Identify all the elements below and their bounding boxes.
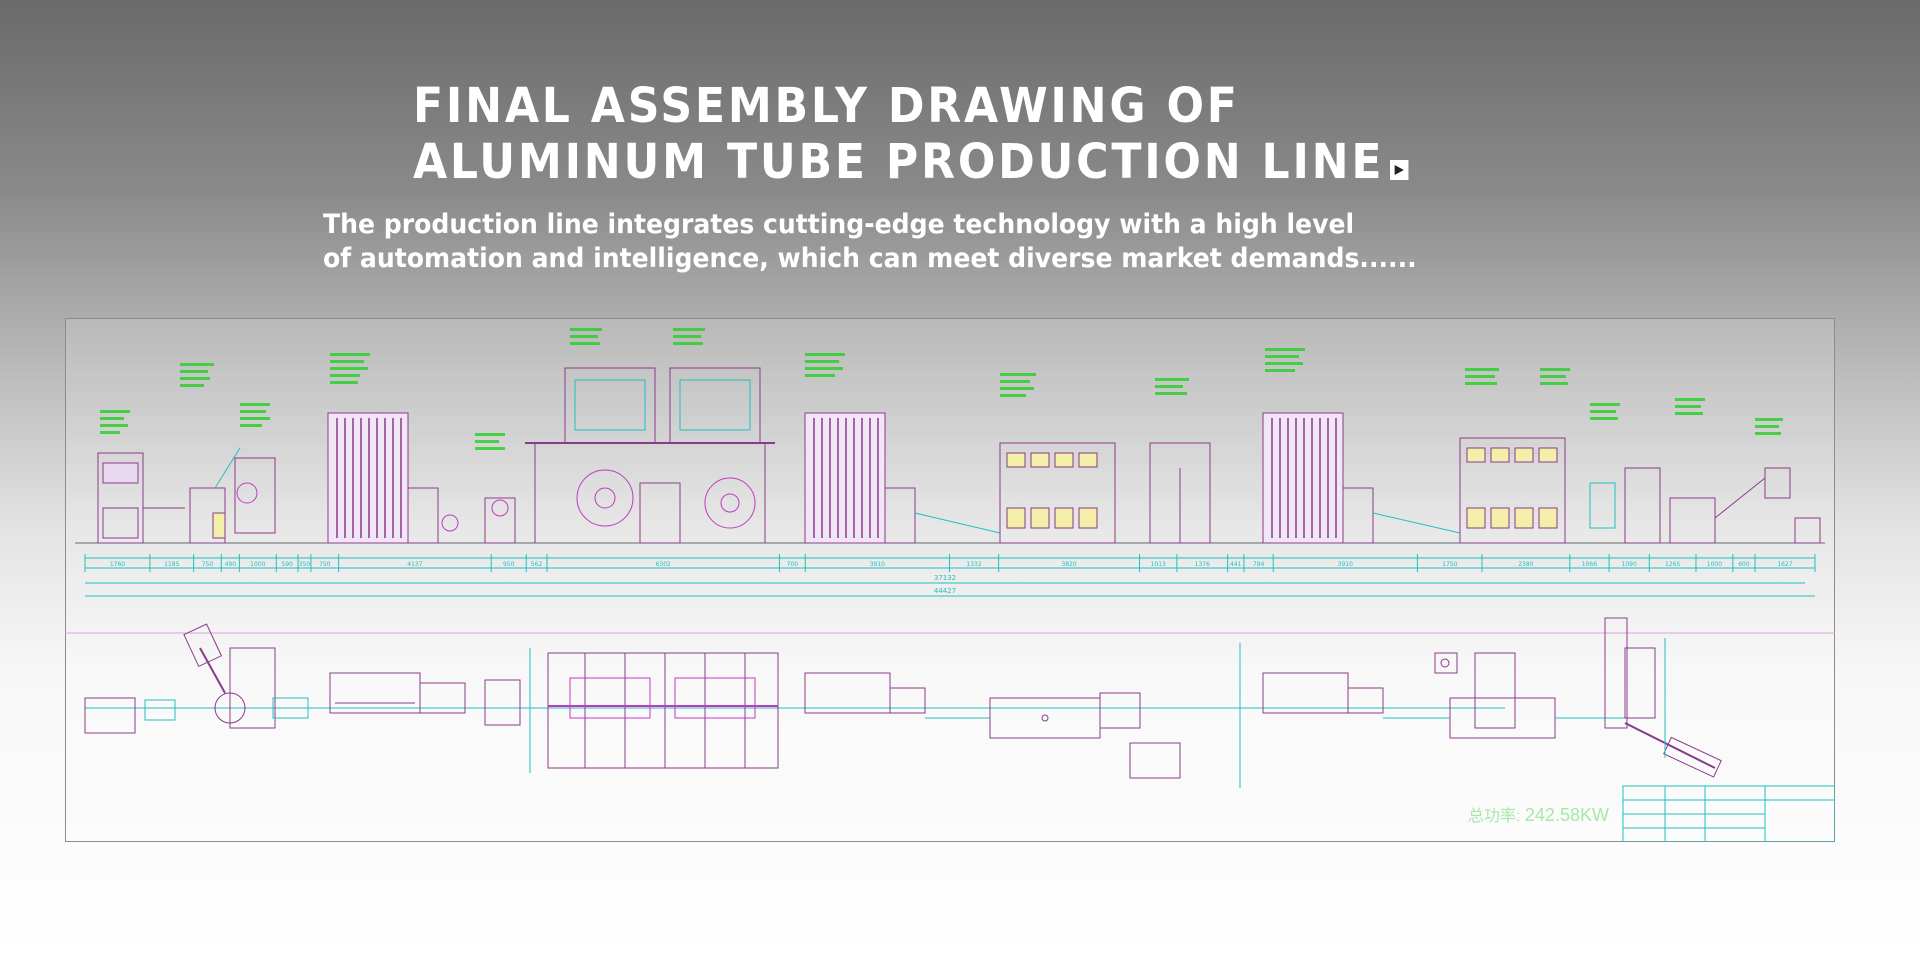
dimension-label: 1750 bbox=[1442, 561, 1457, 568]
feeder-machine bbox=[97, 452, 185, 544]
assembly-drawing: 1760 1185 750 490 1000 590 350 750 4137 950 562 630… bbox=[65, 318, 1835, 842]
dimension-label: 750 bbox=[319, 561, 331, 568]
title-block bbox=[1622, 785, 1835, 842]
plan-oven-1 bbox=[329, 672, 521, 726]
dimension-label: 441 bbox=[1230, 561, 1242, 568]
dimension-label: 1013 bbox=[1151, 561, 1166, 568]
plan-printing-area bbox=[547, 652, 779, 769]
press-machine bbox=[189, 447, 276, 544]
assembly-drawing-svg: 1760 1185 750 490 1000 590 350 750 4137 950 562 630… bbox=[65, 318, 1835, 842]
dimension-label: 562 bbox=[531, 561, 543, 568]
dimension-label: 1090 bbox=[1622, 561, 1637, 568]
control-cabinet bbox=[1149, 442, 1211, 544]
dimension-label: 3820 bbox=[1061, 561, 1076, 568]
dimension-label: 4137 bbox=[407, 561, 422, 568]
dimension-label: 1000 bbox=[1707, 561, 1722, 568]
small-station-1 bbox=[484, 497, 516, 544]
annotation-blocks bbox=[100, 328, 1783, 450]
arrow-icon bbox=[1389, 160, 1409, 180]
elevation-view: 1760 1185 750 490 1000 590 350 750 4137 950 562 630… bbox=[75, 328, 1825, 597]
total-power-prefix: 总功率: bbox=[1468, 808, 1521, 825]
plan-oven-2 bbox=[804, 672, 990, 719]
dimension-label: 1376 bbox=[1195, 561, 1210, 568]
plan-curing-oven-2 bbox=[1434, 652, 1556, 739]
plan-oven-3 bbox=[1262, 672, 1450, 719]
drawing-frame bbox=[65, 318, 1835, 842]
dimension-label: 3910 bbox=[1338, 561, 1353, 568]
dimension-ticks bbox=[84, 554, 1816, 572]
curing-oven-2 bbox=[1459, 437, 1566, 544]
dimension-label: 3910 bbox=[870, 561, 885, 568]
dimension-label: 350 bbox=[299, 561, 311, 568]
dimension-label: 950 bbox=[503, 561, 515, 568]
title-line-1: FINAL ASSEMBLY DRAWING OF bbox=[413, 78, 1240, 134]
annealing-oven-1 bbox=[327, 412, 459, 544]
total-power-label: 总功率: 242.58KW bbox=[1468, 802, 1609, 826]
title-line-2-text: ALUMINUM TUBE PRODUCTION LINE bbox=[413, 134, 1385, 190]
plan-curing-oven-1 bbox=[989, 692, 1181, 779]
dimension-label: 1265 bbox=[1665, 561, 1680, 568]
dimension-label: 1000 bbox=[250, 561, 265, 568]
curing-oven-1 bbox=[999, 442, 1116, 544]
plan-feeder bbox=[84, 623, 309, 734]
annealing-oven-2 bbox=[804, 412, 1001, 544]
plan-end-stations bbox=[1555, 617, 1722, 778]
dimension-label: 600 bbox=[1738, 561, 1750, 568]
subtitle-line-2: of automation and intelligence, which ca… bbox=[323, 243, 1417, 274]
page-subtitle: The production line integrates cutting-e… bbox=[323, 208, 1417, 276]
subtitle-line-1: The production line integrates cutting-e… bbox=[323, 209, 1355, 240]
dimension-label: 750 bbox=[202, 561, 214, 568]
dimension-label: 6302 bbox=[656, 561, 671, 568]
dimension-labels: 1760 1185 750 490 1000 590 350 750 4137 950 562 630… bbox=[110, 561, 1793, 568]
dimension-label: 700 bbox=[787, 561, 799, 568]
total-power-value: 242.58KW bbox=[1524, 805, 1609, 825]
annealing-oven-3 bbox=[1262, 412, 1461, 544]
dimension-total-1: 37132 bbox=[934, 574, 956, 582]
dimension-label: 490 bbox=[225, 561, 237, 568]
dimension-label: 1627 bbox=[1777, 561, 1792, 568]
dimension-label: 1066 bbox=[1582, 561, 1597, 568]
page-title: FINAL ASSEMBLY DRAWING OF ALUMINUM TUBE … bbox=[413, 78, 1409, 190]
dimension-label: 1185 bbox=[164, 561, 179, 568]
dimension-total-2: 44427 bbox=[934, 587, 956, 595]
title-line-2: ALUMINUM TUBE PRODUCTION LINE bbox=[413, 134, 1409, 190]
printing-machine bbox=[525, 367, 775, 544]
dimension-label: 2380 bbox=[1518, 561, 1533, 568]
end-stations bbox=[1589, 467, 1821, 544]
dimension-label: 794 bbox=[1253, 561, 1265, 568]
dimension-label: 1332 bbox=[966, 561, 981, 568]
dimension-label: 590 bbox=[281, 561, 293, 568]
dimension-lines bbox=[85, 557, 1815, 597]
plan-view bbox=[84, 617, 1722, 788]
dimension-label: 1760 bbox=[110, 561, 125, 568]
